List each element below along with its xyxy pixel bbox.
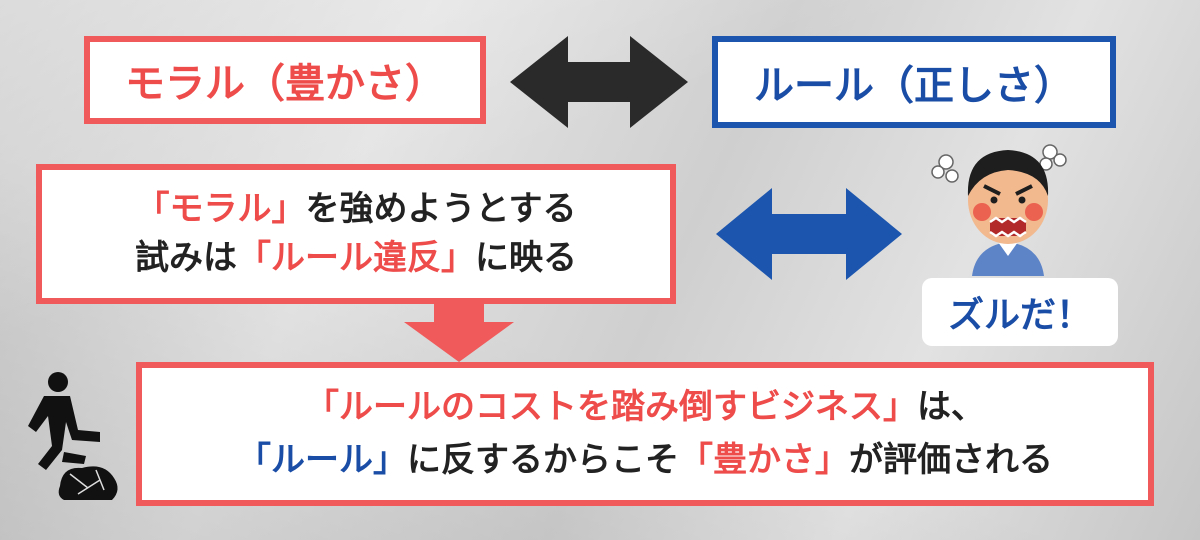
richness-highlight: 「豊かさ」 [679, 440, 849, 480]
rule-correctness-label: ルール（正しさ） [754, 63, 1074, 109]
rule-correctness-box: ルール（正しさ） [712, 36, 1116, 128]
moral-richness-label: モラル（豊かさ） [125, 61, 445, 107]
appears-text: に映る [475, 238, 577, 278]
angry-man-icon [931, 144, 1067, 276]
moral-attempt-line-1: 「モラル」を強めようとする [136, 185, 577, 234]
down-arrow-icon [404, 300, 514, 362]
stomping-man-icon [28, 372, 118, 500]
cheating-speech-bubble: ズルだ！ [922, 278, 1118, 346]
rule-highlight: 「ルール」 [237, 440, 407, 480]
business-highlight: 「ルールのコストを踏み倒すビジネス」 [305, 387, 917, 428]
moral-attempt-text: を強めようとする [305, 188, 577, 229]
conclusion-line-2: 「ルール」に反するからこそ「豊かさ」が評価される [237, 434, 1053, 487]
moral-richness-box: モラル（豊かさ） [84, 36, 486, 124]
against-text: に反するからこそ [407, 440, 679, 480]
blue-double-arrow-icon [716, 188, 902, 280]
moral-attempt-line-2: 試みは「ルール違反」に映る [135, 234, 577, 283]
moral-attempt-box: 「モラル」を強めようとする 試みは「ルール違反」に映る [36, 164, 676, 304]
moral-highlight: 「モラル」 [135, 188, 306, 229]
topic-marker-text: は、 [917, 387, 985, 428]
conclusion-box: 「ルールのコストを踏み倒すビジネス」は、 「ルール」に反するからこそ「豊かさ」が… [136, 362, 1154, 506]
black-double-arrow-icon [510, 36, 688, 128]
cheating-label: ズルだ！ [947, 295, 1092, 336]
conclusion-line-1: 「ルールのコストを踏み倒すビジネス」は、 [305, 381, 985, 434]
attempt-text: 試みは [135, 238, 237, 278]
rule-violation-highlight: 「ルール違反」 [237, 238, 475, 278]
evaluated-text: が評価される [849, 440, 1053, 480]
